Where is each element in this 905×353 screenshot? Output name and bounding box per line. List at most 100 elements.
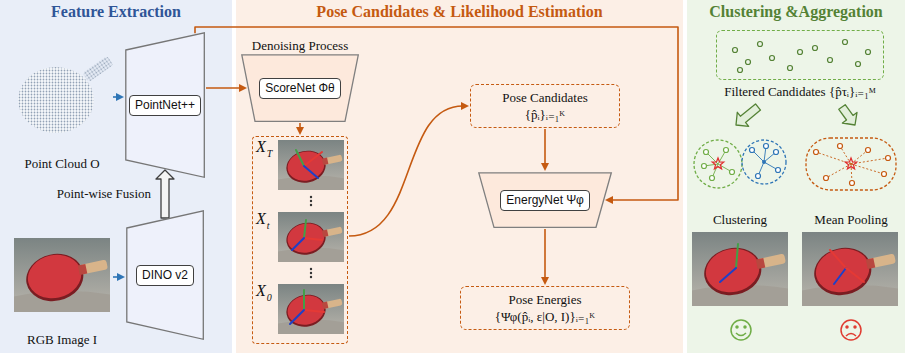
stage-panel: Feature ExtractionPoint Cloud O PointNet+…	[0, 0, 232, 353]
ellipsis-dots	[310, 196, 312, 198]
network-area: ScoreNet Φθ	[241, 54, 359, 122]
block-arrow	[736, 104, 761, 126]
cluster-drawing	[704, 150, 709, 155]
mean-pool-drawing	[816, 146, 888, 183]
cluster-drawing	[702, 148, 735, 181]
ellipsis-dots	[310, 276, 312, 278]
encoder-outline	[127, 211, 204, 339]
rgb-photo	[14, 238, 112, 312]
connector	[113, 273, 125, 281]
mean-pool-drawing	[806, 138, 896, 190]
candidate-dots	[856, 62, 861, 67]
pose-axes	[830, 250, 846, 268]
cluster-drawing	[750, 144, 781, 179]
pose-axes	[304, 238, 322, 240]
denoise-steps-box: XTXtX0	[252, 136, 348, 344]
network-name: DINO v2	[142, 268, 188, 283]
smiley-good	[736, 333, 746, 336]
pose-axes	[834, 268, 846, 284]
smiley-good	[731, 320, 751, 340]
candidate-dots	[758, 42, 763, 47]
step-label: XT	[256, 139, 347, 211]
panel-title: Feature Extraction	[51, 3, 181, 21]
connector-line	[206, 87, 241, 89]
result-box: Pose Energies{Ψφ(p̂ᵢ, ε|O, I)}ᵢ₌₁ᴷ	[460, 286, 630, 330]
network-name: EnergyNet Ψφ	[506, 193, 583, 208]
smiley-bad	[841, 320, 861, 340]
candidate-dots	[866, 50, 871, 55]
connector	[349, 102, 469, 236]
connector-line	[349, 106, 463, 236]
result-photo	[692, 232, 790, 306]
cluster-drawing	[724, 148, 729, 153]
cluster-drawing	[712, 158, 723, 169]
pose-axes	[290, 150, 324, 324]
panel-title: Pose Candidates & Likelihood Estimation	[316, 3, 602, 21]
process-heading: Denoising Process	[252, 38, 348, 54]
cluster-drawing	[694, 140, 742, 188]
arrow-head	[239, 84, 247, 92]
connector	[113, 93, 124, 101]
pose-axes	[720, 268, 736, 282]
connector	[839, 105, 857, 125]
panel-background	[0, 0, 232, 353]
connector	[296, 123, 304, 135]
encoder-block: PointNet++	[125, 32, 205, 178]
cluster-drawing	[750, 148, 755, 153]
formula-text: {p̂ᵢ}ᵢ₌₁ᴷ	[525, 106, 566, 123]
candidate-box	[716, 30, 884, 80]
smiley-good	[744, 326, 746, 328]
arrow-head	[116, 93, 124, 101]
edge-label-box: Point-wise Fusion	[57, 186, 151, 202]
layer-label-box: ScoreNet Φθ	[259, 78, 341, 99]
pose-axes	[303, 290, 305, 310]
point-cloud	[18, 56, 113, 133]
ellipsis-dots	[310, 272, 312, 274]
step-label: Xt	[256, 211, 347, 283]
cluster-drawing	[710, 176, 715, 181]
point-cloud	[18, 67, 94, 133]
arrow-head	[605, 196, 613, 204]
smiley-bad	[854, 326, 856, 328]
mean-pool-drawing	[826, 164, 851, 178]
cluster-drawing	[742, 140, 786, 184]
network-name: PointNet++	[135, 98, 195, 113]
mean-pool-drawing	[851, 164, 884, 174]
arrow-head	[461, 102, 469, 110]
stage-panel: Pose Candidates & Likelihood EstimationD…	[236, 0, 683, 353]
denoise-step-photo	[278, 140, 345, 190]
pose-axes	[304, 166, 318, 178]
cluster-drawing	[762, 160, 766, 164]
figure-caption: RGB Image I	[27, 332, 97, 348]
stage-panel: Clustering &AggregationFiltered Candidat…	[687, 0, 905, 353]
candidate-dots	[746, 60, 751, 65]
mean-pool-drawing	[814, 150, 819, 155]
pose-axes	[304, 220, 306, 238]
candidate-dots	[733, 40, 871, 73]
cluster-drawing	[694, 140, 786, 188]
candidate-dots	[788, 66, 793, 71]
smiley-bad	[841, 320, 861, 340]
pose-axes	[736, 244, 738, 268]
layer-label-box: PointNet++	[129, 95, 201, 116]
network-name: ScoreNet Φθ	[265, 81, 335, 96]
connector	[206, 84, 247, 92]
figure-block: Mean Pooling	[800, 124, 902, 228]
candidate-dots	[770, 56, 775, 61]
network-outline	[242, 55, 358, 122]
network-block: EnergyNet Ψφ	[478, 172, 612, 228]
mean-pool-drawing	[824, 176, 829, 181]
figure-caption: Clustering	[713, 212, 767, 228]
encoder-block: DINO v2	[126, 210, 204, 340]
result-box: Pose Candidates{p̂ᵢ}ᵢ₌₁ᴷ	[470, 84, 620, 128]
result-photo	[802, 232, 900, 306]
ellipsis-dots	[310, 196, 312, 278]
encoder-outline	[126, 33, 205, 178]
denoise-step-photo	[278, 284, 345, 334]
cluster-drawing	[756, 174, 761, 179]
pose-axes	[290, 310, 304, 324]
candidate-group: Filtered Candidates {p̂τᵢ}ᵢ₌₁ᴹ	[702, 30, 898, 106]
figure-block: Point Cloud O	[12, 38, 112, 172]
candidate-dots	[843, 40, 848, 45]
